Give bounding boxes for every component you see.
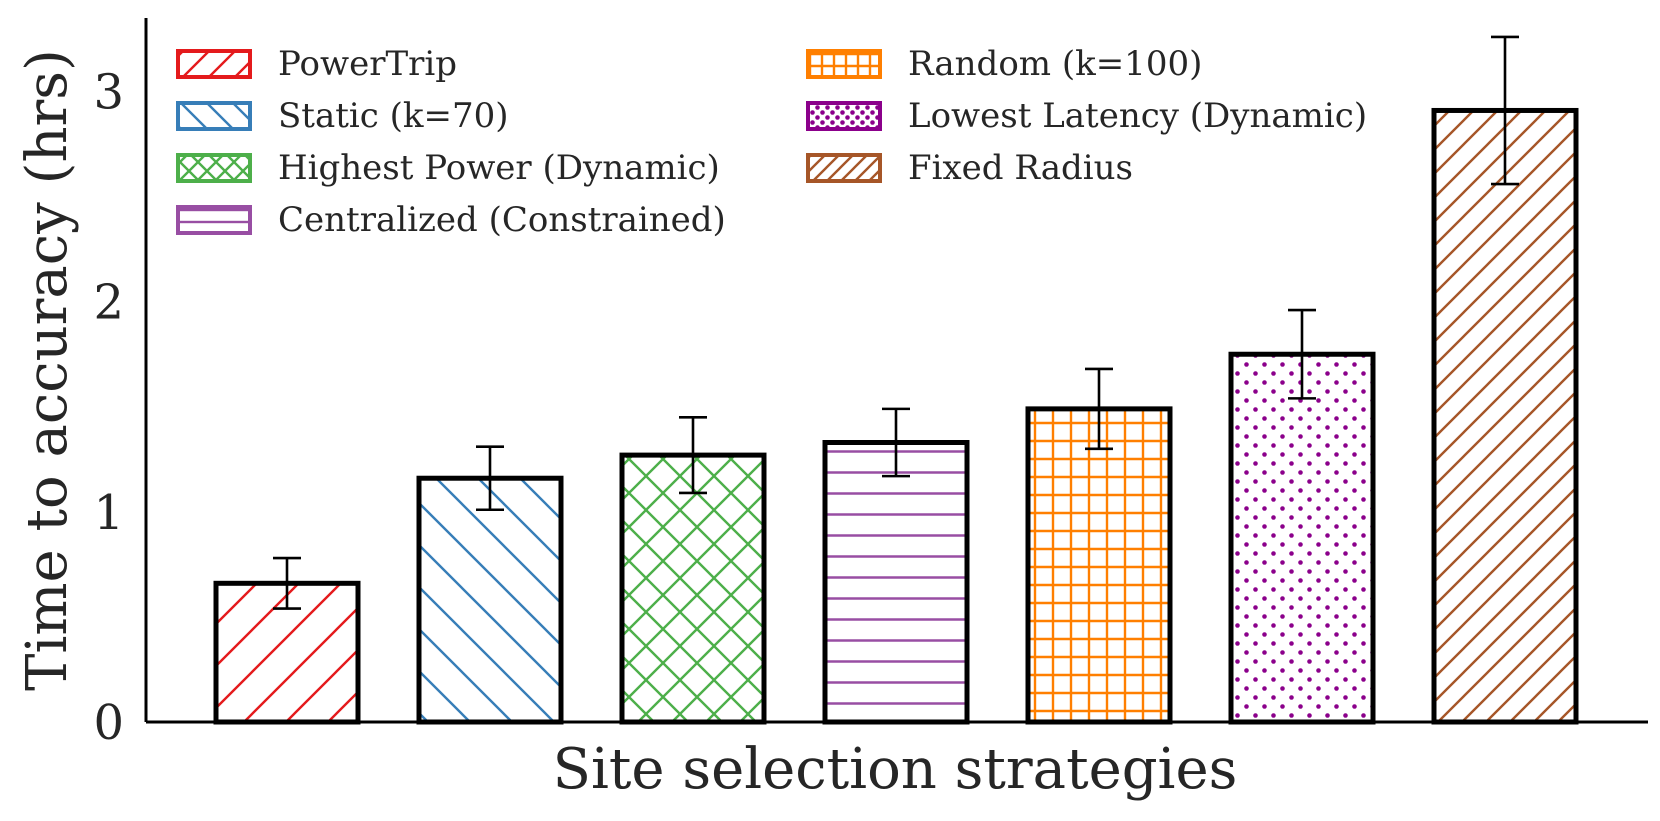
- error-bar: [476, 445, 504, 512]
- error-bar: [1288, 308, 1316, 400]
- bars-group: [213, 107, 1579, 725]
- bar-fixed-radius: [1431, 107, 1579, 725]
- legend-swatch: [806, 153, 882, 183]
- error-bar: [273, 556, 301, 610]
- error-bar: [679, 415, 707, 495]
- y-tick-label: 3: [93, 65, 124, 121]
- legend-item: Centralized (Constrained): [176, 200, 726, 240]
- error-bar: [1085, 367, 1113, 451]
- legend-item: Fixed Radius: [806, 148, 1133, 188]
- bar-random-k-100: [1025, 406, 1173, 725]
- legend-swatch: [176, 49, 252, 79]
- legend-item: PowerTrip: [176, 44, 457, 84]
- bar-highest-power-dynamic: [619, 452, 767, 725]
- legend-label: Fixed Radius: [908, 148, 1133, 188]
- y-tick-label: 2: [93, 275, 124, 331]
- bar-centralized-constrained: [822, 440, 970, 725]
- legend-label: Highest Power (Dynamic): [278, 148, 720, 188]
- error-bars-group: [273, 35, 1519, 610]
- legend-swatch: [176, 205, 252, 235]
- bar-lowest-latency-dynamic: [1228, 351, 1376, 725]
- legend-swatch: [176, 153, 252, 183]
- legend-swatch: [806, 101, 882, 131]
- legend-item: Random (k=100): [806, 44, 1202, 84]
- error-bar: [1491, 35, 1519, 186]
- legend-item: Highest Power (Dynamic): [176, 148, 720, 188]
- legend-label: PowerTrip: [278, 44, 457, 84]
- y-tick-label: 1: [93, 485, 124, 541]
- x-axis-label: Site selection strategies: [553, 737, 1238, 802]
- legend-label: Centralized (Constrained): [278, 200, 726, 240]
- legend-label: Static (k=70): [278, 96, 509, 136]
- legend-item: Static (k=70): [176, 96, 509, 136]
- legend-item: Lowest Latency (Dynamic): [806, 96, 1367, 136]
- legend-swatch: [176, 101, 252, 131]
- legend-swatch: [806, 49, 882, 79]
- y-tick-label: 0: [93, 695, 124, 751]
- y-axis-label: Time to accuracy (hrs): [15, 49, 80, 691]
- legend-label: Random (k=100): [908, 44, 1202, 84]
- y-tick-labels: 0 1 2 3: [93, 65, 124, 751]
- error-bar: [882, 407, 910, 478]
- bar-static-k-70: [416, 475, 564, 725]
- legend-label: Lowest Latency (Dynamic): [908, 96, 1367, 136]
